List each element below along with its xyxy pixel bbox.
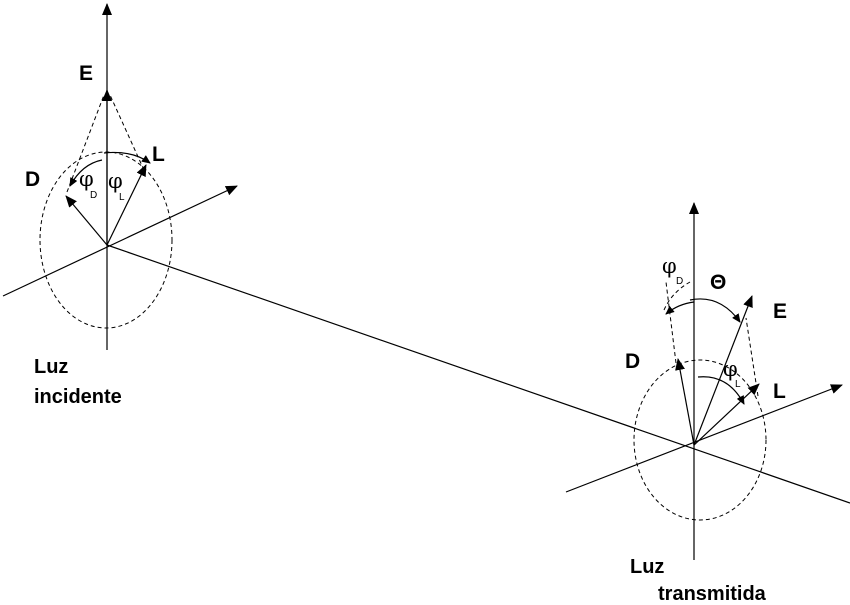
incident-system: E D L φ D φ L Luz incidente	[2, 3, 238, 408]
incident-phi-d-symbol: φ	[79, 167, 94, 191]
incident-phi-l-symbol: φ	[108, 169, 123, 193]
incident-phi-l-arc	[103, 151, 151, 164]
transmitted-e-vector	[693, 295, 753, 446]
transmitted-caption-line2: transmitida	[658, 583, 767, 605]
transmitted-theta-symbol: Θ	[710, 271, 726, 294]
incident-projection-l	[109, 94, 145, 171]
transmitted-phi-d-subscript: D	[676, 276, 683, 287]
incident-phi-d-arc	[69, 159, 103, 187]
transmitted-ellipse	[633, 359, 767, 521]
incident-l-vector	[106, 164, 147, 246]
transmitted-l-label: L	[773, 380, 786, 403]
incident-ellipse	[39, 151, 173, 329]
transmitted-phi-l-symbol: φ	[723, 357, 738, 381]
transmitted-phi-l-subscript: L	[735, 379, 741, 390]
incident-d-label: D	[25, 168, 40, 191]
incident-caption-line2: incidente	[34, 386, 122, 408]
transmitted-phi-d-leader	[663, 281, 691, 311]
transmitted-l-vector	[693, 383, 760, 446]
transmitted-d-label: D	[625, 350, 640, 373]
transmitted-phi-d-arc	[665, 301, 695, 315]
incident-phi-l-subscript: L	[119, 192, 125, 203]
incident-horizontal-axis	[2, 185, 238, 297]
incident-caption-line1: Luz	[34, 356, 68, 378]
incident-d-vector	[65, 195, 108, 246]
transmitted-projection-d	[665, 281, 677, 364]
transmitted-phi-d-symbol: φ	[662, 254, 677, 278]
propagation-axis	[106, 244, 850, 504]
transmitted-horizontal-axis	[565, 384, 843, 493]
transmitted-e-label: E	[773, 300, 787, 323]
incident-phi-d-subscript: D	[90, 190, 97, 201]
transmitted-phi-l-arc	[697, 376, 745, 405]
transmitted-theta-arc	[689, 298, 741, 323]
transmitted-caption-line1: Luz	[630, 556, 664, 578]
transmitted-d-vector	[675, 358, 695, 446]
incident-l-label: L	[152, 143, 165, 166]
transmitted-projection-l	[745, 317, 759, 397]
incident-e-label: E	[79, 62, 93, 85]
transmitted-system: E D L Θ φ D φ L Luz transmitida	[565, 202, 843, 605]
incident-projection-d	[66, 94, 105, 193]
